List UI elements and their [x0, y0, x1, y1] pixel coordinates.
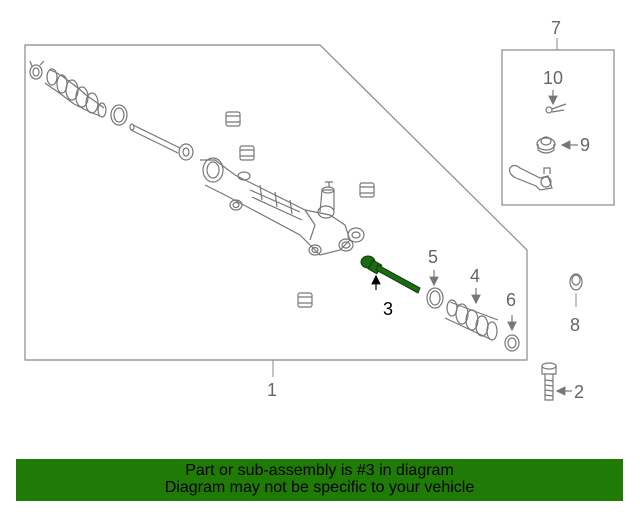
inner-tie-rod-part-3 [361, 256, 420, 293]
bushing-b [240, 146, 254, 160]
left-boot [45, 69, 106, 117]
bushing-c [360, 183, 374, 197]
callout-5: 5 [428, 248, 438, 266]
cotter-pin [546, 104, 566, 113]
bolt-part-2 [542, 363, 556, 400]
right-ring [427, 288, 443, 308]
banner-line-1: Part or sub-assembly is #3 in diagram [16, 462, 623, 479]
rack-housing [200, 158, 364, 255]
callout-4: 4 [470, 267, 480, 285]
left-clamp [30, 61, 44, 79]
right-boot [445, 300, 498, 340]
callout-8: 8 [570, 316, 580, 334]
tie-rod-end [510, 166, 552, 191]
bushing-a [226, 112, 240, 126]
callout-9: 9 [580, 136, 590, 154]
right-clamp [505, 335, 519, 351]
left-tie-rod [130, 124, 193, 160]
banner-line-2: Diagram may not be specific to your vehi… [16, 479, 623, 496]
bushing-part-8 [570, 274, 582, 290]
left-ring [111, 105, 127, 125]
info-banner: Part or sub-assembly is #3 in diagram Di… [16, 459, 623, 501]
callout-2: 2 [574, 383, 584, 401]
callout-10: 10 [543, 69, 563, 87]
callout-6: 6 [506, 291, 516, 309]
callout-3: 3 [383, 300, 393, 318]
callout-7: 7 [551, 19, 561, 37]
rack-bushings [226, 112, 374, 307]
bushing-d [298, 293, 312, 307]
castle-nut [537, 137, 555, 153]
callout-1: 1 [267, 381, 277, 399]
